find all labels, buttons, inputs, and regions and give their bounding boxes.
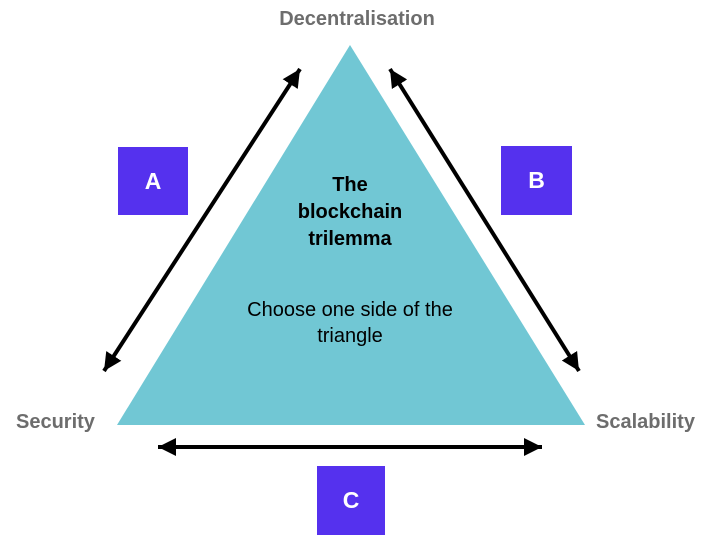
side-label-box-a: A (118, 147, 188, 215)
side-label-box-c: C (317, 466, 385, 535)
triangle-title: The blockchain trilemma (297, 174, 403, 250)
vertex-label-security: Security (16, 411, 95, 433)
right-side-double-arrow (388, 67, 581, 373)
vertex-label-decentralisation: Decentralisation (279, 8, 435, 30)
vertex-label-scalability: Scalability (596, 411, 695, 433)
triangle-center-text: The blockchain trilemma Choose one side … (200, 154, 500, 367)
left-side-double-arrow (102, 67, 302, 373)
triangle-subtitle: Choose one side of the triangle (247, 299, 453, 347)
side-label-box-b: B (501, 146, 572, 215)
